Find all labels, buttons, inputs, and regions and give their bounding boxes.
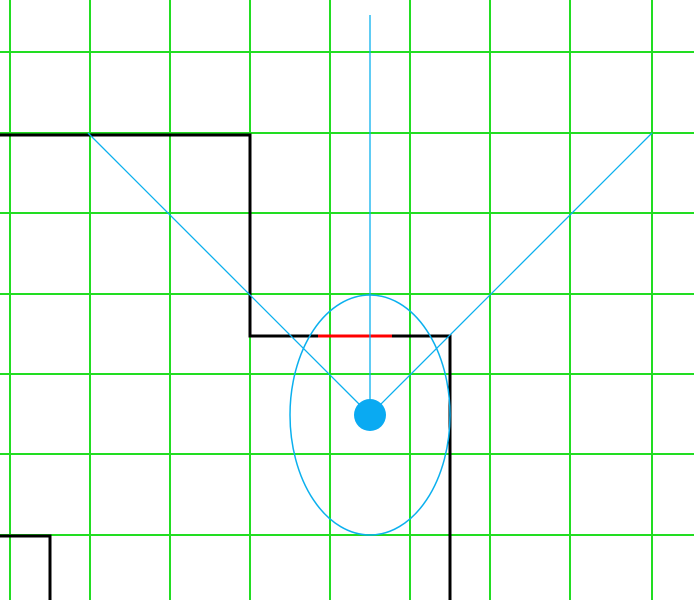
ray-right [369,132,653,416]
sensor-rays [87,15,653,416]
wall-lower-left [0,534,52,600]
agent-dot-icon [354,399,386,431]
sensor-range-ellipse [289,294,451,536]
ray-left [87,132,371,416]
